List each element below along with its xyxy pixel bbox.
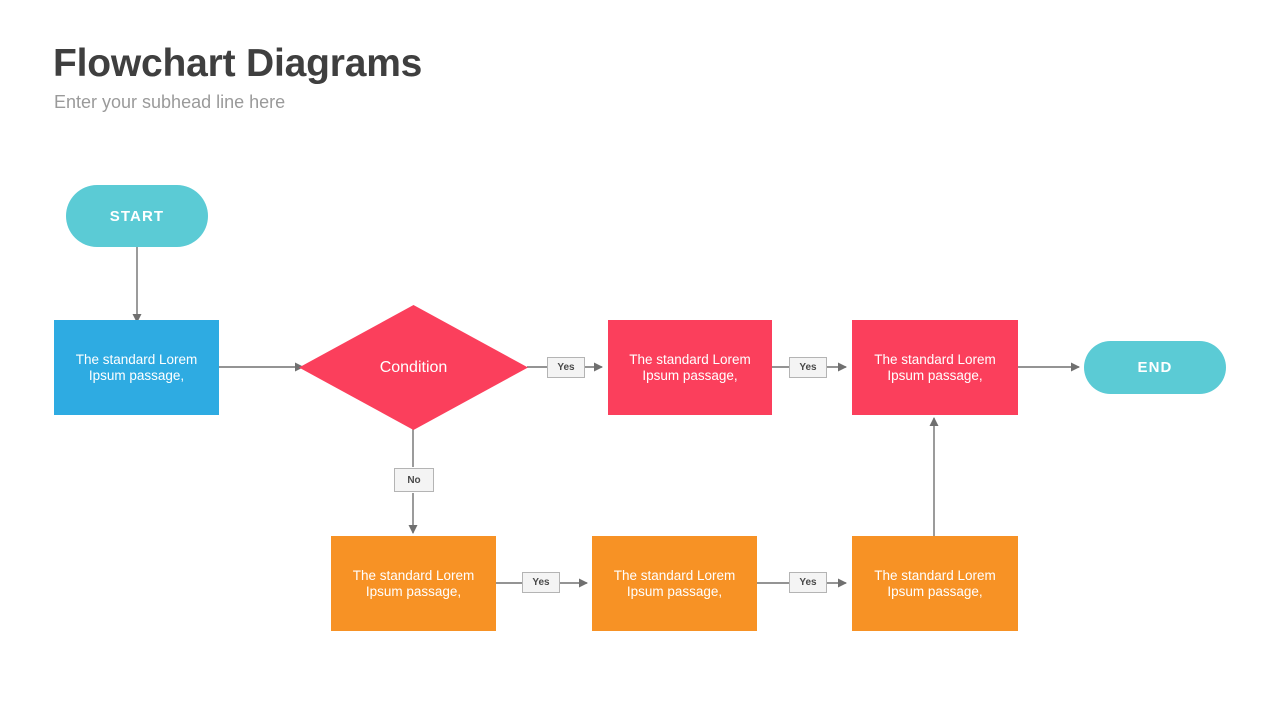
node-process-4-label: The standard Lorem Ipsum passage, [352,567,475,599]
page-subtitle: Enter your subhead line here [54,92,286,112]
edge-label-yes-top-1[interactable]: Yes [789,357,827,378]
edge-label-yes-top-1-text: Yes [799,362,817,373]
edge-label-yes-bottom-2-text: Yes [799,577,817,588]
node-start-label: START [109,207,165,225]
node-start[interactable]: START [66,185,208,247]
node-process-3-label: The standard Lorem Ipsum passage, [874,351,996,383]
node-end[interactable]: END [1084,341,1226,394]
node-process-4[interactable]: The standard Lorem Ipsum passage, [331,536,496,631]
node-process-5[interactable]: The standard Lorem Ipsum passage, [592,536,757,631]
node-process-3[interactable]: The standard Lorem Ipsum passage, [852,320,1018,415]
edge-label-no-condition-text: No [407,474,421,486]
edge-label-yes-bottom-1[interactable]: Yes [522,572,560,593]
edge-label-yes-condition-text: Yes [557,362,575,373]
node-process-2-label: The standard Lorem Ipsum passage, [629,351,751,383]
edge-label-no-condition[interactable]: No [394,468,434,492]
node-process-1-label: The standard Lorem Ipsum passage, [75,351,198,383]
edge-label-yes-bottom-1-text: Yes [532,577,550,588]
node-process-2[interactable]: The standard Lorem Ipsum passage, [608,320,772,415]
edge-label-yes-bottom-2[interactable]: Yes [789,572,827,593]
page-title: Flowchart Diagrams [53,42,423,85]
node-process-5-label: The standard Lorem Ipsum passage, [613,567,736,599]
node-process-6[interactable]: The standard Lorem Ipsum passage, [852,536,1018,631]
node-condition-label: Condition [379,358,448,376]
node-condition[interactable]: Condition [299,305,528,430]
node-process-1[interactable]: The standard Lorem Ipsum passage, [54,320,219,415]
edge-label-yes-condition[interactable]: Yes [547,357,585,378]
node-end-label: END [1137,359,1173,376]
node-process-6-label: The standard Lorem Ipsum passage, [874,567,996,599]
